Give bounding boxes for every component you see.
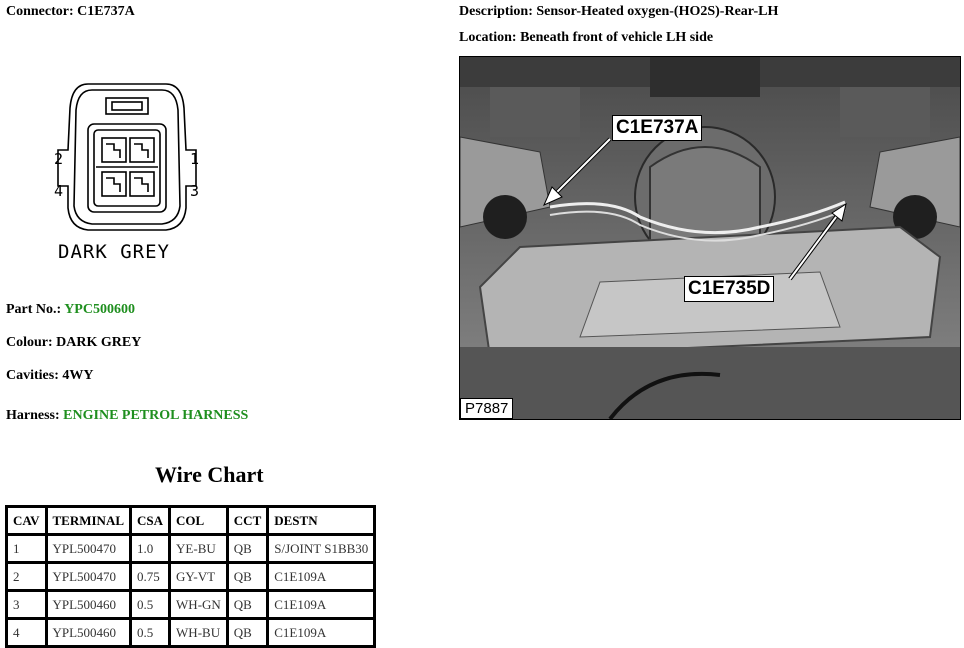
- vehicle-location-photo: C1E737A C1E735D P7887: [459, 56, 961, 420]
- cavities-value: 4WY: [62, 368, 94, 383]
- cell-terminal: YPL500470: [44, 561, 133, 592]
- header-col: COL: [168, 505, 229, 536]
- description-label: Description: Sensor-Heated oxygen-(HO2S)…: [459, 4, 779, 19]
- connector-face-diagram: 2 1 4 3: [54, 83, 199, 231]
- colour-row: Colour: DARK GREY: [6, 335, 142, 350]
- header-csa: CSA: [129, 505, 172, 536]
- cell-col: GY-VT: [168, 561, 229, 592]
- pin-label-3: 3: [190, 182, 199, 200]
- connector-value: C1E737A: [77, 4, 135, 19]
- callout-c1e735d: C1E735D: [684, 276, 775, 302]
- cell-cct: QB: [225, 617, 270, 648]
- connector-label: Connector: C1E737A: [6, 4, 135, 19]
- wire-chart-title: Wire Chart: [155, 462, 264, 487]
- location-value: Beneath front of vehicle LH side: [520, 30, 714, 45]
- cell-destn: S/JOINT S1BB30: [266, 533, 377, 564]
- pin-label-2: 2: [54, 150, 63, 168]
- colour-value: DARK GREY: [56, 335, 142, 350]
- cell-col: WH-BU: [168, 617, 229, 648]
- cell-cav: 3: [5, 589, 48, 620]
- cell-cav: 4: [5, 617, 48, 648]
- table-header-row: CAV TERMINAL CSA COL CCT DESTN: [5, 505, 377, 536]
- wire-chart-table: CAV TERMINAL CSA COL CCT DESTN 1 YPL5004…: [5, 505, 377, 648]
- table-row: 1 YPL500470 1.0 YE-BU QB S/JOINT S1BB30: [5, 533, 377, 564]
- cell-cct: QB: [225, 589, 270, 620]
- cell-csa: 0.75: [129, 561, 172, 592]
- header-destn: DESTN: [266, 505, 377, 536]
- description-value: Sensor-Heated oxygen-(HO2S)-Rear-LH: [536, 4, 779, 19]
- cell-destn: C1E109A: [266, 589, 377, 620]
- cell-csa: 1.0: [129, 533, 172, 564]
- cell-destn: C1E109A: [266, 617, 377, 648]
- cell-csa: 0.5: [129, 617, 172, 648]
- harness-row: Harness: ENGINE PETROL HARNESS: [6, 408, 249, 423]
- photo-reference-label: P7887: [460, 398, 514, 419]
- table-row: 2 YPL500470 0.75 GY-VT QB C1E109A: [5, 561, 377, 592]
- header-cav: CAV: [5, 505, 48, 536]
- cell-cct: QB: [225, 533, 270, 564]
- pin-label-1: 1: [190, 150, 199, 168]
- callout-c1e737a: C1E737A: [612, 115, 703, 141]
- cell-csa: 0.5: [129, 589, 172, 620]
- cell-terminal: YPL500470: [44, 533, 133, 564]
- part-number-row: Part No.: YPC500600: [6, 302, 135, 317]
- cell-destn: C1E109A: [266, 561, 377, 592]
- cell-col: YE-BU: [168, 533, 229, 564]
- connector-caption: DARK GREY: [58, 241, 170, 263]
- cell-cct: QB: [225, 561, 270, 592]
- cell-terminal: YPL500460: [44, 589, 133, 620]
- location-label: Location: Beneath front of vehicle LH si…: [459, 30, 714, 45]
- harness-link[interactable]: ENGINE PETROL HARNESS: [63, 408, 249, 423]
- pin-label-4: 4: [54, 182, 63, 200]
- underbody-illustration: [460, 57, 960, 419]
- cell-col: WH-GN: [168, 589, 229, 620]
- cell-terminal: YPL500460: [44, 617, 133, 648]
- cell-cav: 1: [5, 533, 48, 564]
- part-number-link[interactable]: YPC500600: [64, 302, 135, 317]
- cavities-row: Cavities: 4WY: [6, 368, 94, 383]
- cell-cav: 2: [5, 561, 48, 592]
- header-terminal: TERMINAL: [44, 505, 133, 536]
- table-row: 4 YPL500460 0.5 WH-BU QB C1E109A: [5, 617, 377, 648]
- header-cct: CCT: [225, 505, 270, 536]
- table-row: 3 YPL500460 0.5 WH-GN QB C1E109A: [5, 589, 377, 620]
